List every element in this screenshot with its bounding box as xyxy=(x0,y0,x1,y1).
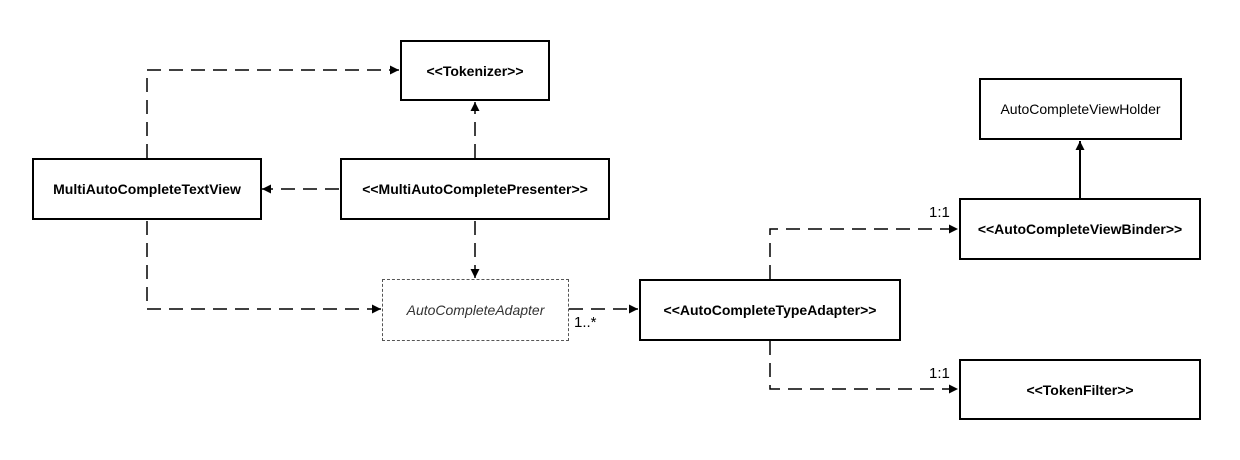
auto-complete-type-adapter-box: <<AutoCompleteTypeAdapter>> xyxy=(639,279,901,341)
tokenizer-box: <<Tokenizer>> xyxy=(400,40,550,101)
multiplicity-adapter-to-type-adapter: 1..* xyxy=(574,314,597,331)
connector-type-adapter-to-token-filter xyxy=(769,341,958,394)
auto-complete-view-holder-box: AutoCompleteViewHolder xyxy=(979,78,1182,140)
auto-complete-adapter-box: AutoCompleteAdapter xyxy=(382,279,569,341)
connector-textview-to-tokenizer xyxy=(146,65,399,158)
multiplicity-type-adapter-to-view-binder: 1:1 xyxy=(929,204,950,221)
token-filter-box: <<TokenFilter>> xyxy=(959,359,1201,420)
multiplicity-type-adapter-to-token-filter: 1:1 xyxy=(929,365,950,382)
connector-type-adapter-to-view-binder xyxy=(769,224,958,279)
multi-auto-complete-text-view-box: MultiAutoCompleteTextView xyxy=(32,158,262,220)
auto-complete-view-binder-box: <<AutoCompleteViewBinder>> xyxy=(959,198,1201,260)
connector-textview-to-adapter xyxy=(146,221,381,314)
multi-auto-complete-presenter-box: <<MultiAutoCompletePresenter>> xyxy=(340,158,610,220)
